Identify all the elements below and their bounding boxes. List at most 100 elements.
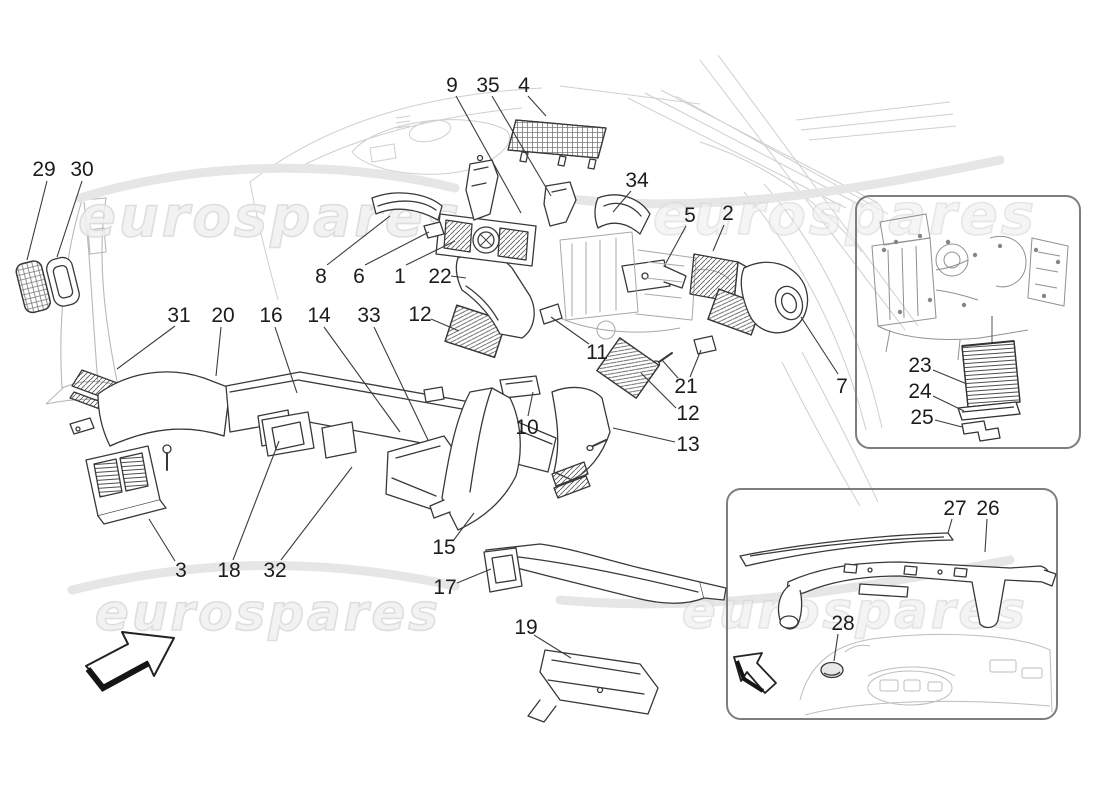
callout-14: 14: [307, 304, 331, 327]
duct-elbow-left: [69, 371, 231, 447]
watermark-text: eurospares: [653, 183, 1037, 248]
defrost-trim-strip: [739, 532, 954, 567]
callout-5: 5: [684, 204, 696, 227]
leader-line-2: [712, 224, 725, 252]
curved-duct-34: [594, 194, 651, 235]
cabin-filter-parts: [957, 316, 1021, 442]
leader-line-1: [405, 240, 456, 266]
screw-small: [162, 444, 172, 471]
defrost-duct-parts: [739, 532, 1057, 679]
duct-15: [429, 387, 521, 531]
callout-2: 2: [722, 202, 734, 225]
leader-line-13: [612, 427, 676, 443]
leader-line-14: [323, 326, 401, 433]
callout-12: 12: [408, 303, 431, 326]
side-vent-bezel: [46, 256, 80, 307]
defrost-duct-assembly: [777, 561, 1057, 630]
leader-line-28: [833, 633, 839, 662]
filter-bracket: [961, 420, 1001, 442]
leader-line-15: [452, 512, 475, 542]
filter-cover: [957, 401, 1021, 421]
sensor-cap: [820, 661, 844, 679]
leader-line-35: [491, 95, 552, 197]
leader-line-31: [116, 325, 176, 370]
leader-line-26: [984, 518, 988, 553]
port-10: [499, 375, 541, 399]
dashboard-faded: [799, 633, 1053, 716]
inset-boxes: [726, 195, 1081, 720]
visor-trim: [371, 192, 443, 221]
double-vent-unit: [85, 445, 167, 525]
callout-17: 17: [433, 576, 456, 599]
callout-3: 3: [175, 559, 187, 582]
leader-line-9: [455, 95, 522, 214]
callout-20: 20: [211, 304, 234, 327]
callout-12: 12: [676, 402, 699, 425]
round-elbow-duct: [740, 261, 809, 334]
leader-line-12: [640, 372, 677, 409]
leader-line-23: [932, 369, 968, 385]
leader-line-30: [56, 180, 83, 258]
callout-6: 6: [353, 265, 365, 288]
callout-16: 16: [259, 304, 282, 327]
bracket-5: [621, 259, 687, 293]
bracket-tall: [465, 154, 499, 221]
callout-18: 18: [217, 559, 240, 582]
side-vent-grille: [15, 260, 51, 314]
callout-28: 28: [831, 612, 854, 635]
callout-22: 22: [428, 265, 451, 288]
clip-11: [539, 303, 563, 325]
duct-17-19-assembly: [483, 543, 727, 723]
leader-line-25: [934, 419, 963, 428]
direction-arrow: [85, 631, 175, 692]
leader-line-19: [533, 634, 572, 659]
watermark-text: eurospares: [95, 584, 441, 642]
bracket-hook: [543, 181, 577, 227]
callout-8: 8: [315, 265, 327, 288]
callout-9: 9: [446, 74, 458, 97]
callout-31: 31: [167, 304, 190, 327]
watermark-text: eurospares: [682, 582, 1028, 640]
callout-29: 29: [32, 158, 55, 181]
callout-10: 10: [515, 416, 538, 439]
leader-line-21: [689, 349, 702, 378]
ac-unit-bolts: [881, 233, 1061, 315]
leader-line-24: [932, 395, 965, 412]
callout-4: 4: [518, 74, 530, 97]
main-parts: [15, 119, 809, 723]
cabin-filter: [961, 340, 1021, 408]
callout-32: 32: [263, 559, 286, 582]
clip-bracket-6: [423, 221, 445, 239]
callout-34: 34: [625, 169, 649, 192]
leader-line-18: [232, 440, 280, 561]
leader-line-5: [665, 225, 687, 264]
ribbed-hose-c: [596, 337, 660, 399]
callout-25: 25: [910, 406, 933, 429]
callout-33: 33: [357, 304, 380, 327]
leader-line-29: [26, 180, 48, 261]
callout-35: 35: [476, 74, 499, 97]
leader-line-27: [947, 518, 953, 534]
leader-line-34: [612, 190, 632, 213]
center-vents-assembly: [435, 213, 537, 267]
leader-line-10: [527, 391, 534, 417]
leader-line-22: [450, 275, 467, 279]
callout-30: 30: [70, 158, 93, 181]
screw-21: [651, 335, 717, 368]
leader-line-16: [274, 326, 298, 394]
callout-23: 23: [908, 354, 931, 377]
callout-26: 26: [976, 497, 999, 520]
duct-13: [551, 386, 611, 499]
ac-unit-faded: [871, 213, 1069, 361]
callout-27: 27: [943, 497, 966, 520]
callout-19: 19: [514, 616, 537, 639]
duct-small-center: [261, 411, 315, 457]
leader-line-6: [364, 231, 430, 266]
leader-line-21: [661, 359, 679, 379]
callout-24: 24: [908, 380, 932, 403]
duct-behind-vents: [455, 253, 535, 339]
